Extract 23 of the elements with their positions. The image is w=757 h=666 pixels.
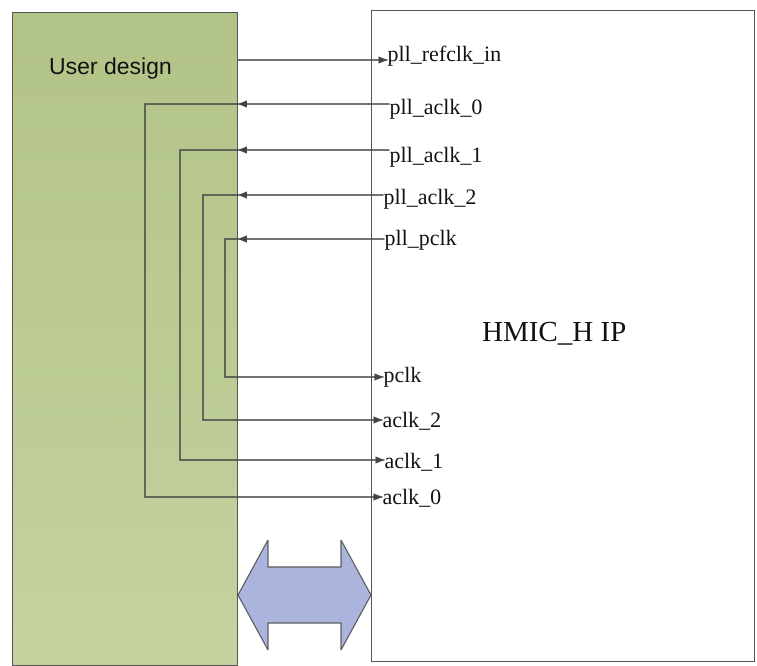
arrow [238,146,390,154]
port-label: pclk [384,362,422,388]
port-label: pll_refclk_in [388,40,502,66]
port-label: aclk_0 [382,484,442,510]
arrow [224,238,384,381]
port-label: pll_aclk_2 [384,184,476,210]
arrow [202,194,382,424]
block [12,12,238,666]
port-label: aclk_1 [384,448,444,474]
block-title: HMIC_H IP [482,316,626,349]
arrow [238,235,384,243]
port-label: pll_aclk_0 [390,94,482,120]
arrow [238,191,384,199]
port-label: aclk_2 [382,406,442,432]
arrow [179,149,384,464]
block-title: User design [49,53,172,80]
arrow [144,103,382,501]
arrow [238,100,390,108]
block [371,10,755,662]
double-arrow [237,539,372,651]
port-label: pll_aclk_1 [390,142,482,168]
arrow [238,56,388,64]
port-label: pll_pclk [384,224,457,250]
